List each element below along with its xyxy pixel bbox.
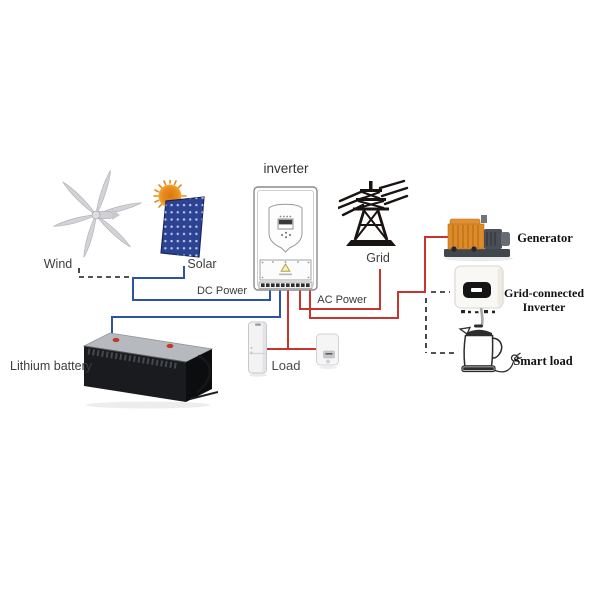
grid-tower-icon: [338, 179, 409, 246]
lithium-battery-label: Lithium battery: [10, 359, 92, 373]
grid-connected-inverter-icon: [454, 265, 504, 326]
ac-power-wire-generator: [309, 236, 448, 319]
boiler-icon: [316, 333, 339, 370]
ac-power-wire-grid: [299, 269, 381, 310]
ac-power-label: AC Power: [317, 294, 367, 306]
power-cord: [494, 361, 515, 373]
smart-load-label: Smart load: [513, 354, 573, 368]
fridge-icon: [248, 321, 267, 377]
wind-label: Wind: [43, 257, 73, 271]
generator-label: Generator: [517, 231, 573, 245]
grid-label: Grid: [366, 251, 390, 265]
sun-icon: [153, 180, 187, 214]
dc-power-wire-pv: [132, 266, 271, 301]
inverter-label: inverter: [263, 161, 309, 176]
generator-icon: [444, 215, 513, 262]
grid-connected-inverter-label: Grid-connected Inverter: [498, 286, 590, 314]
grid-connected-inverter-label-line2: Inverter: [522, 300, 566, 314]
plug-icon: [510, 352, 523, 362]
load-label: Load: [271, 358, 301, 373]
solar-panel-icon: [153, 180, 205, 258]
wind-turbine-icon: [53, 170, 142, 258]
solar-label: Solar: [187, 257, 217, 271]
dashed-link-wind: [78, 268, 130, 278]
warning-triangle-icon: [280, 263, 291, 272]
inverter-icon: [253, 186, 318, 291]
ac-power-wire-load: [262, 290, 318, 350]
grid-connected-inverter-label-line1: Grid-connected: [504, 286, 584, 300]
smart-load-kettle-icon: [458, 324, 523, 373]
lithium-battery-icon: [82, 332, 218, 409]
dc-power-wire-battery: [111, 290, 281, 336]
dc-power-label: DC Power: [196, 285, 248, 297]
